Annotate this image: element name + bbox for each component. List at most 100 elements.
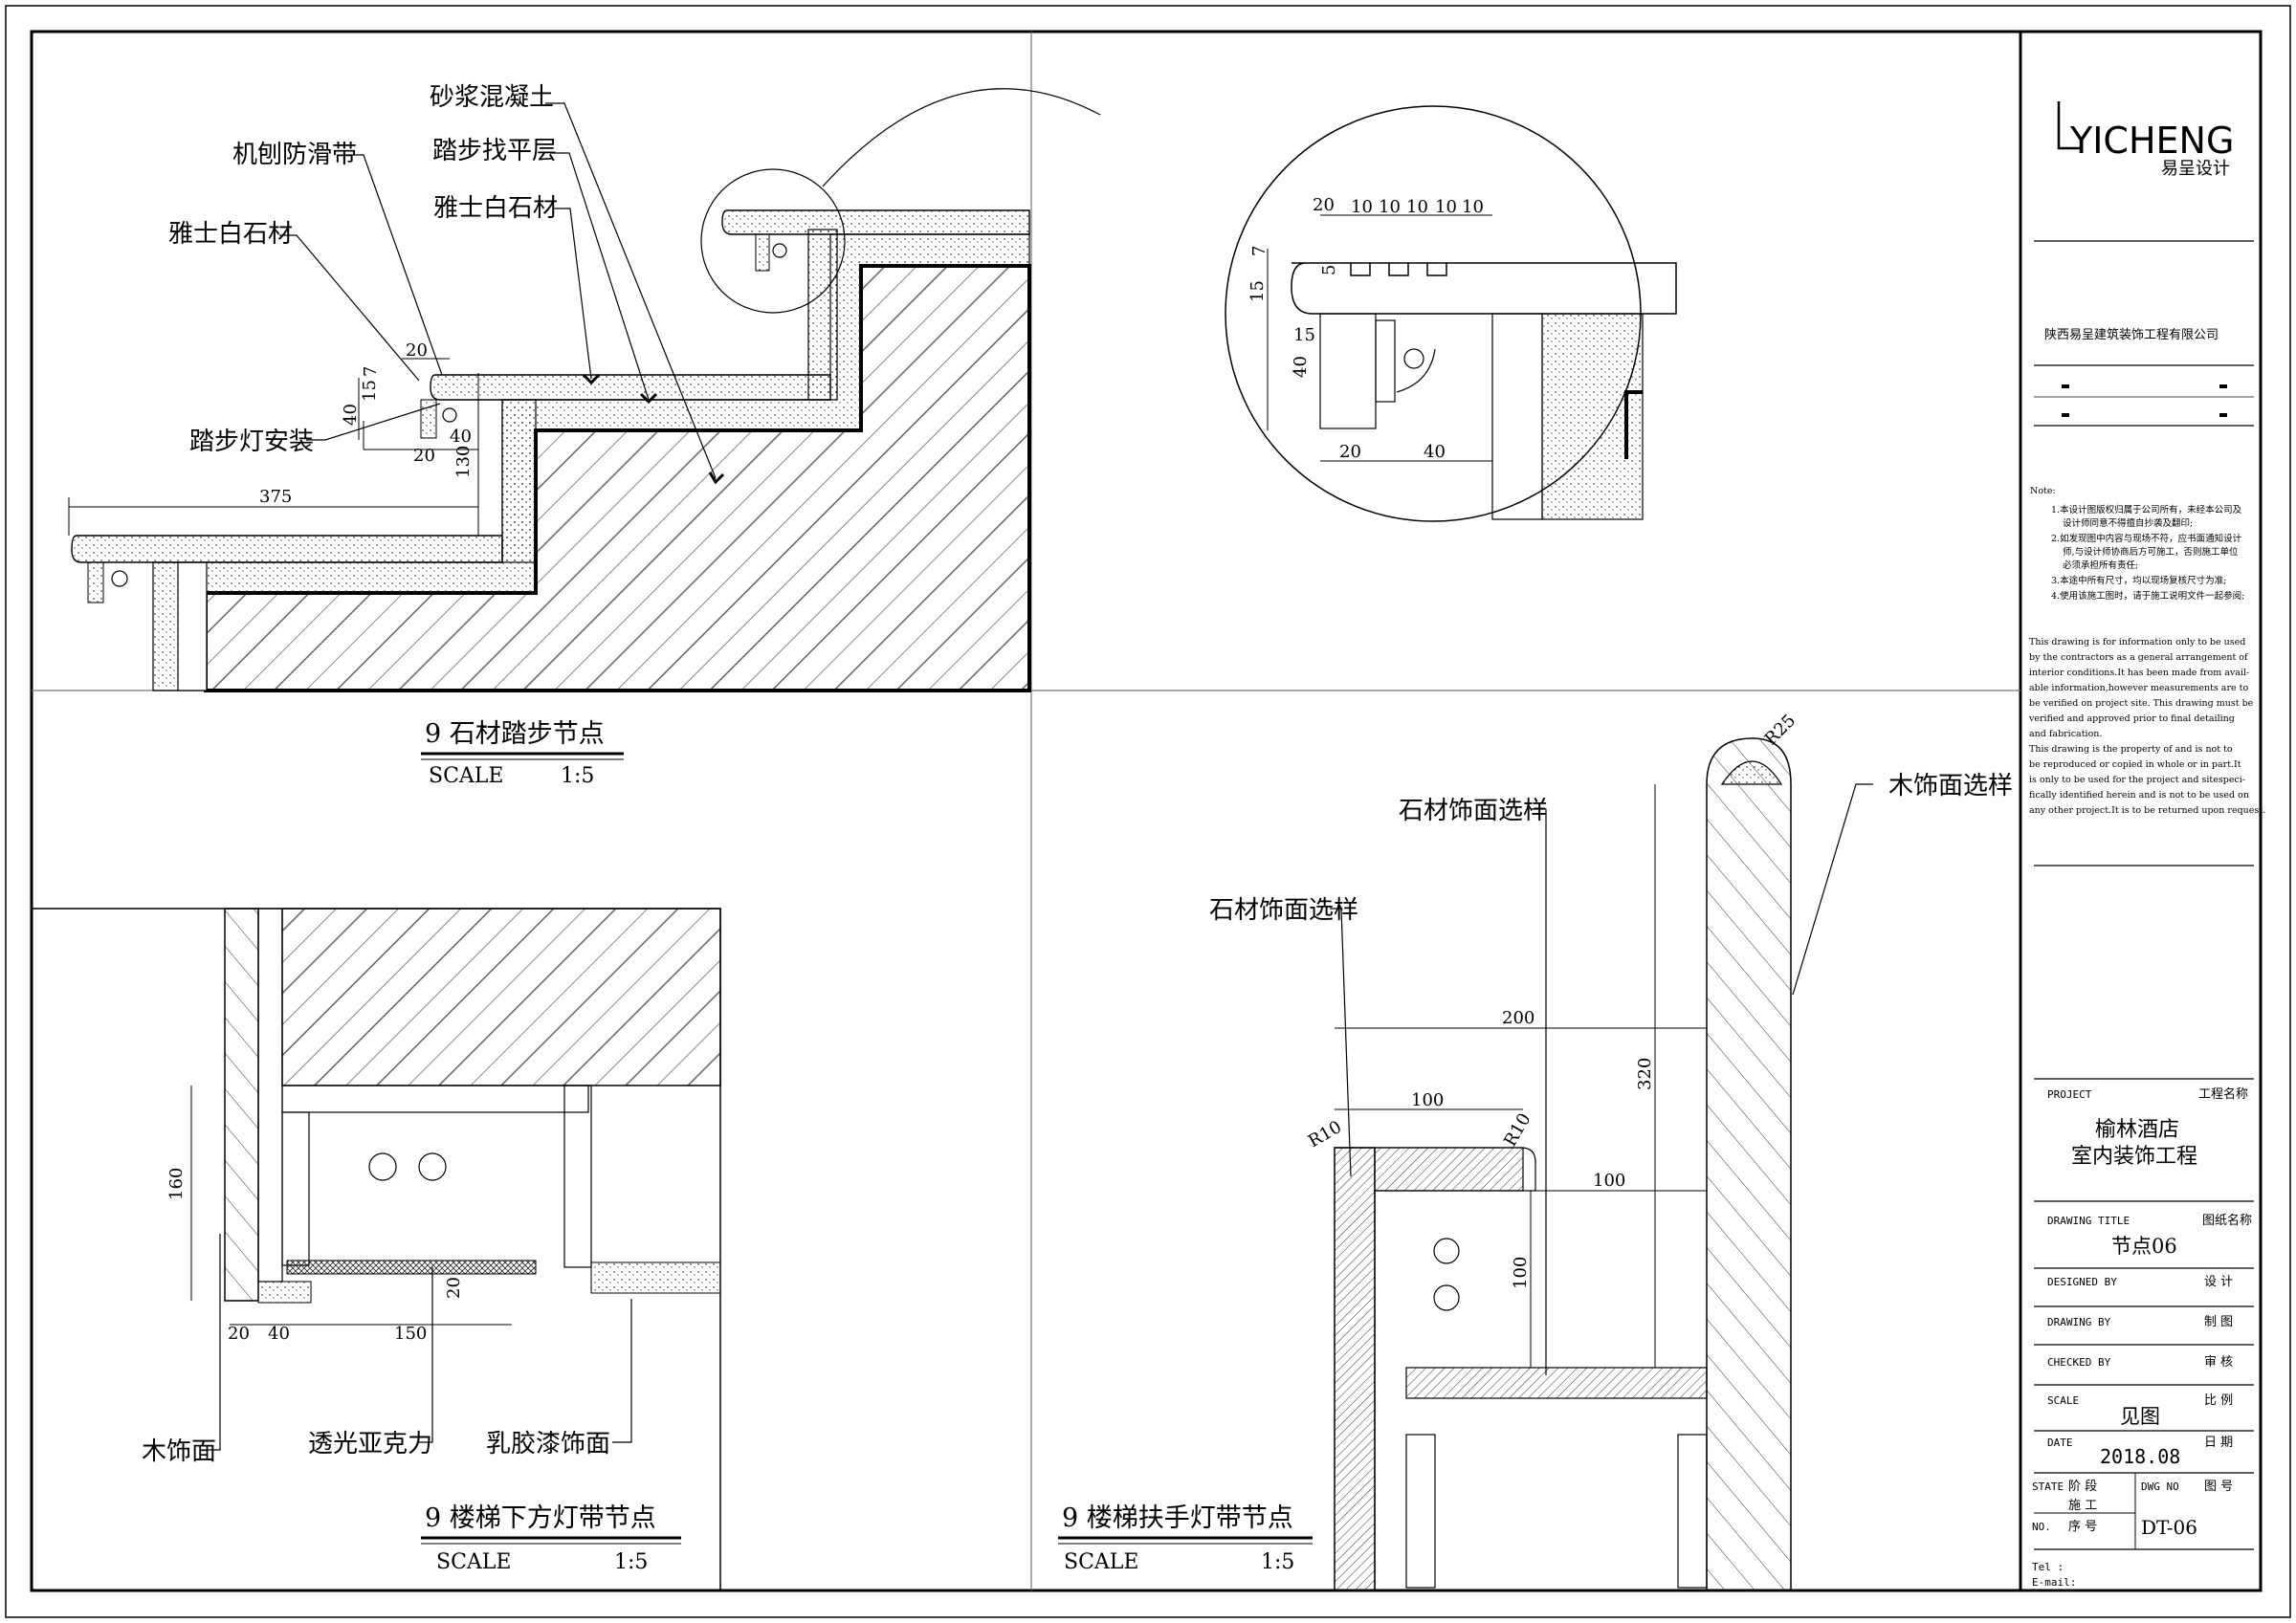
note-en-2: by the contractors as a general arrangem… (2029, 652, 2249, 663)
handrail-title: 9 楼梯扶手灯带节点 (1062, 1503, 1293, 1533)
state-label: STATE (2032, 1480, 2064, 1493)
dwg-no-label-cn: 图 号 (2204, 1480, 2233, 1494)
note-cn-5: 必须承担所有责任; (2063, 559, 2138, 571)
note-en-7: and fabrication. (2029, 729, 2102, 739)
state-label-cn-1: 阶 段 (2068, 1480, 2097, 1494)
under-dim-20b: 20 (444, 1277, 464, 1299)
logo-text: YICHENG (2069, 120, 2234, 162)
date-label-cn: 日 期 (2204, 1436, 2233, 1450)
note-en-10: is only to be used for the project and s… (2029, 775, 2245, 785)
stone-step-detail: 375 20 7 15 40 40 20 130 砂浆混凝土 机刨防滑带 踏步找… (68, 83, 1101, 788)
zoom-dim-5: 5 (1319, 265, 1339, 275)
handrail-dim-100c: 100 (1511, 1257, 1531, 1289)
drawing-title-value: 节点06 (2111, 1235, 2177, 1258)
under-dim-20a: 20 (228, 1324, 250, 1344)
note-label: Note: (2030, 486, 2056, 496)
notes-cn: 1.本设计图版权归属于公司所有，未经本公司及 设计师同意不得擅自抄袭及翻印; 2… (2051, 504, 2244, 602)
email-label: E-mail: (2032, 1576, 2076, 1589)
project-name-1: 榆林酒店 (2095, 1118, 2179, 1142)
handrail-scale-label: SCALE (1064, 1550, 1138, 1574)
note-en-1: This drawing is for information only to … (2029, 637, 2245, 647)
note-cn-2: 设计师同意不得擅自抄袭及翻印; (2063, 517, 2193, 529)
logo-sub: 易呈设计 (2161, 159, 2230, 179)
no-label: NO. (2032, 1521, 2051, 1533)
under-stair-scale-label: SCALE (436, 1550, 511, 1574)
stone-step-scale-label: SCALE (429, 764, 503, 788)
note-en-5: be verified on project site. This drawin… (2029, 698, 2254, 709)
no-label-cn: 序 号 (2068, 1520, 2097, 1534)
step-dim-20b: 20 (413, 446, 435, 466)
under-stair-scale-value: 1:5 (614, 1550, 648, 1574)
handrail-dim-320: 320 (1635, 1058, 1655, 1090)
note-en-11: fically identified herein and is not to … (2029, 790, 2249, 801)
project-label: PROJECT (2047, 1088, 2092, 1101)
project-label-cn: 工程名称 (2198, 1086, 2248, 1102)
under-stair-detail: 160 20 40 150 20 木饰面 透光亚克力 乳胶漆饰面 9 楼梯下方灯… (31, 908, 721, 1591)
drawing-by-label: DRAWING BY (2047, 1316, 2111, 1328)
zoom-dim-10d: 10 (1435, 197, 1457, 217)
label-wood-face-select: 木饰面选样 (1888, 772, 2013, 801)
notes-en: This drawing is for information only to … (2028, 637, 2265, 816)
scale-label-cn: 比 例 (2204, 1393, 2233, 1408)
inner-border (30, 30, 2263, 1592)
drawing-title-label: DRAWING TITLE (2047, 1215, 2130, 1227)
zoom-dim-20: 20 (1313, 195, 1335, 215)
label-acrylic: 透光亚克力 (308, 1430, 432, 1459)
zoom-dim-10c: 10 (1406, 197, 1428, 217)
zoom-dim-20b: 20 (1339, 442, 1361, 462)
designed-by-label-cn: 设 计 (2204, 1275, 2233, 1289)
step-dim-40a: 40 (341, 404, 361, 426)
zoom-dim-40b: 40 (1424, 442, 1446, 462)
under-dim-150: 150 (394, 1324, 427, 1344)
label-anti-slip: 机刨防滑带 (232, 141, 357, 169)
zoom-dim-15b: 15 (1293, 325, 1315, 345)
note-en-4: able information,however measurements ar… (2029, 683, 2248, 693)
label-stone-a: 雅士白石材 (168, 220, 293, 249)
label-wood-face: 木饰面 (142, 1437, 216, 1466)
handrail-dim-r10a: R10 (1305, 1117, 1345, 1151)
note-cn-1: 1.本设计图版权归属于公司所有，未经本公司及 (2051, 504, 2242, 515)
note-en-9: be reproduced or copied in whole or in p… (2029, 759, 2241, 770)
designed-by-label: DESIGNED BY (2047, 1276, 2117, 1288)
label-latex-paint: 乳胶漆饰面 (486, 1430, 610, 1459)
label-stone-b: 雅士白石材 (433, 194, 558, 223)
stone-step-scale-value: 1:5 (561, 764, 594, 788)
note-en-12: any other project.It is to be returned u… (2029, 805, 2265, 816)
under-dim-40: 40 (268, 1324, 290, 1344)
state-label-cn-2: 施 工 (2068, 1499, 2097, 1513)
label-leveling-layer: 踏步找平层 (432, 137, 557, 165)
handrail-detail: 200 100 320 100 100 R10 R10 R25 石材饰面选样 石… (1058, 711, 2013, 1591)
project-name-2: 室内装饰工程 (2071, 1145, 2197, 1169)
note-en-6: verified and approved prior to final det… (2028, 713, 2235, 724)
step-dim-130: 130 (453, 446, 474, 478)
step-dim-20: 20 (406, 340, 428, 361)
note-cn-7: 4.使用该施工图时，请于施工说明文件一起参阅; (2051, 590, 2244, 602)
stone-step-title: 9 石材踏步节点 (425, 719, 605, 749)
zoom-dim-10a: 10 (1351, 197, 1373, 217)
checked-by-label-cn: 审 核 (2204, 1355, 2233, 1370)
handrail-dim-r10b: R10 (1500, 1109, 1534, 1150)
handrail-dim-200: 200 (1502, 1008, 1534, 1028)
scale-value: 见图 (2120, 1405, 2160, 1428)
label-stone-face-a: 石材饰面选样 (1209, 896, 1358, 925)
step-dim-375: 375 (259, 487, 292, 507)
date-label: DATE (2047, 1437, 2073, 1449)
scale-label: SCALE (2047, 1394, 2079, 1407)
note-cn-4: 师,与设计师协商后方可施工，否则施工单位 (2063, 546, 2239, 558)
tel-label: Tel : (2032, 1561, 2064, 1573)
label-stone-face-b: 石材饰面选样 (1399, 797, 1548, 825)
step-dim-7: 7 (361, 366, 381, 377)
under-stair-title: 9 楼梯下方灯带节点 (425, 1503, 656, 1533)
date-value: 2018.08 (2100, 1445, 2180, 1468)
drawing-by-label-cn: 制 图 (2204, 1315, 2233, 1329)
zoom-dim-40: 40 (1291, 356, 1311, 378)
label-mortar-concrete: 砂浆混凝土 (430, 83, 554, 112)
company-name: 陕西易呈建筑装饰工程有限公司 (2044, 327, 2219, 342)
zoom-detail: 20 10 10 10 10 10 7 5 15 15 40 20 40 (1225, 105, 1677, 522)
note-en-8: This drawing is the property of and is n… (2029, 744, 2233, 755)
handrail-scale-value: 1:5 (1261, 1550, 1294, 1574)
note-cn-3: 2.如发现图中内容与现场不符，应书面通知设计 (2051, 533, 2242, 544)
zoom-dim-10e: 10 (1462, 197, 1484, 217)
zoom-dim-7: 7 (1249, 246, 1269, 256)
